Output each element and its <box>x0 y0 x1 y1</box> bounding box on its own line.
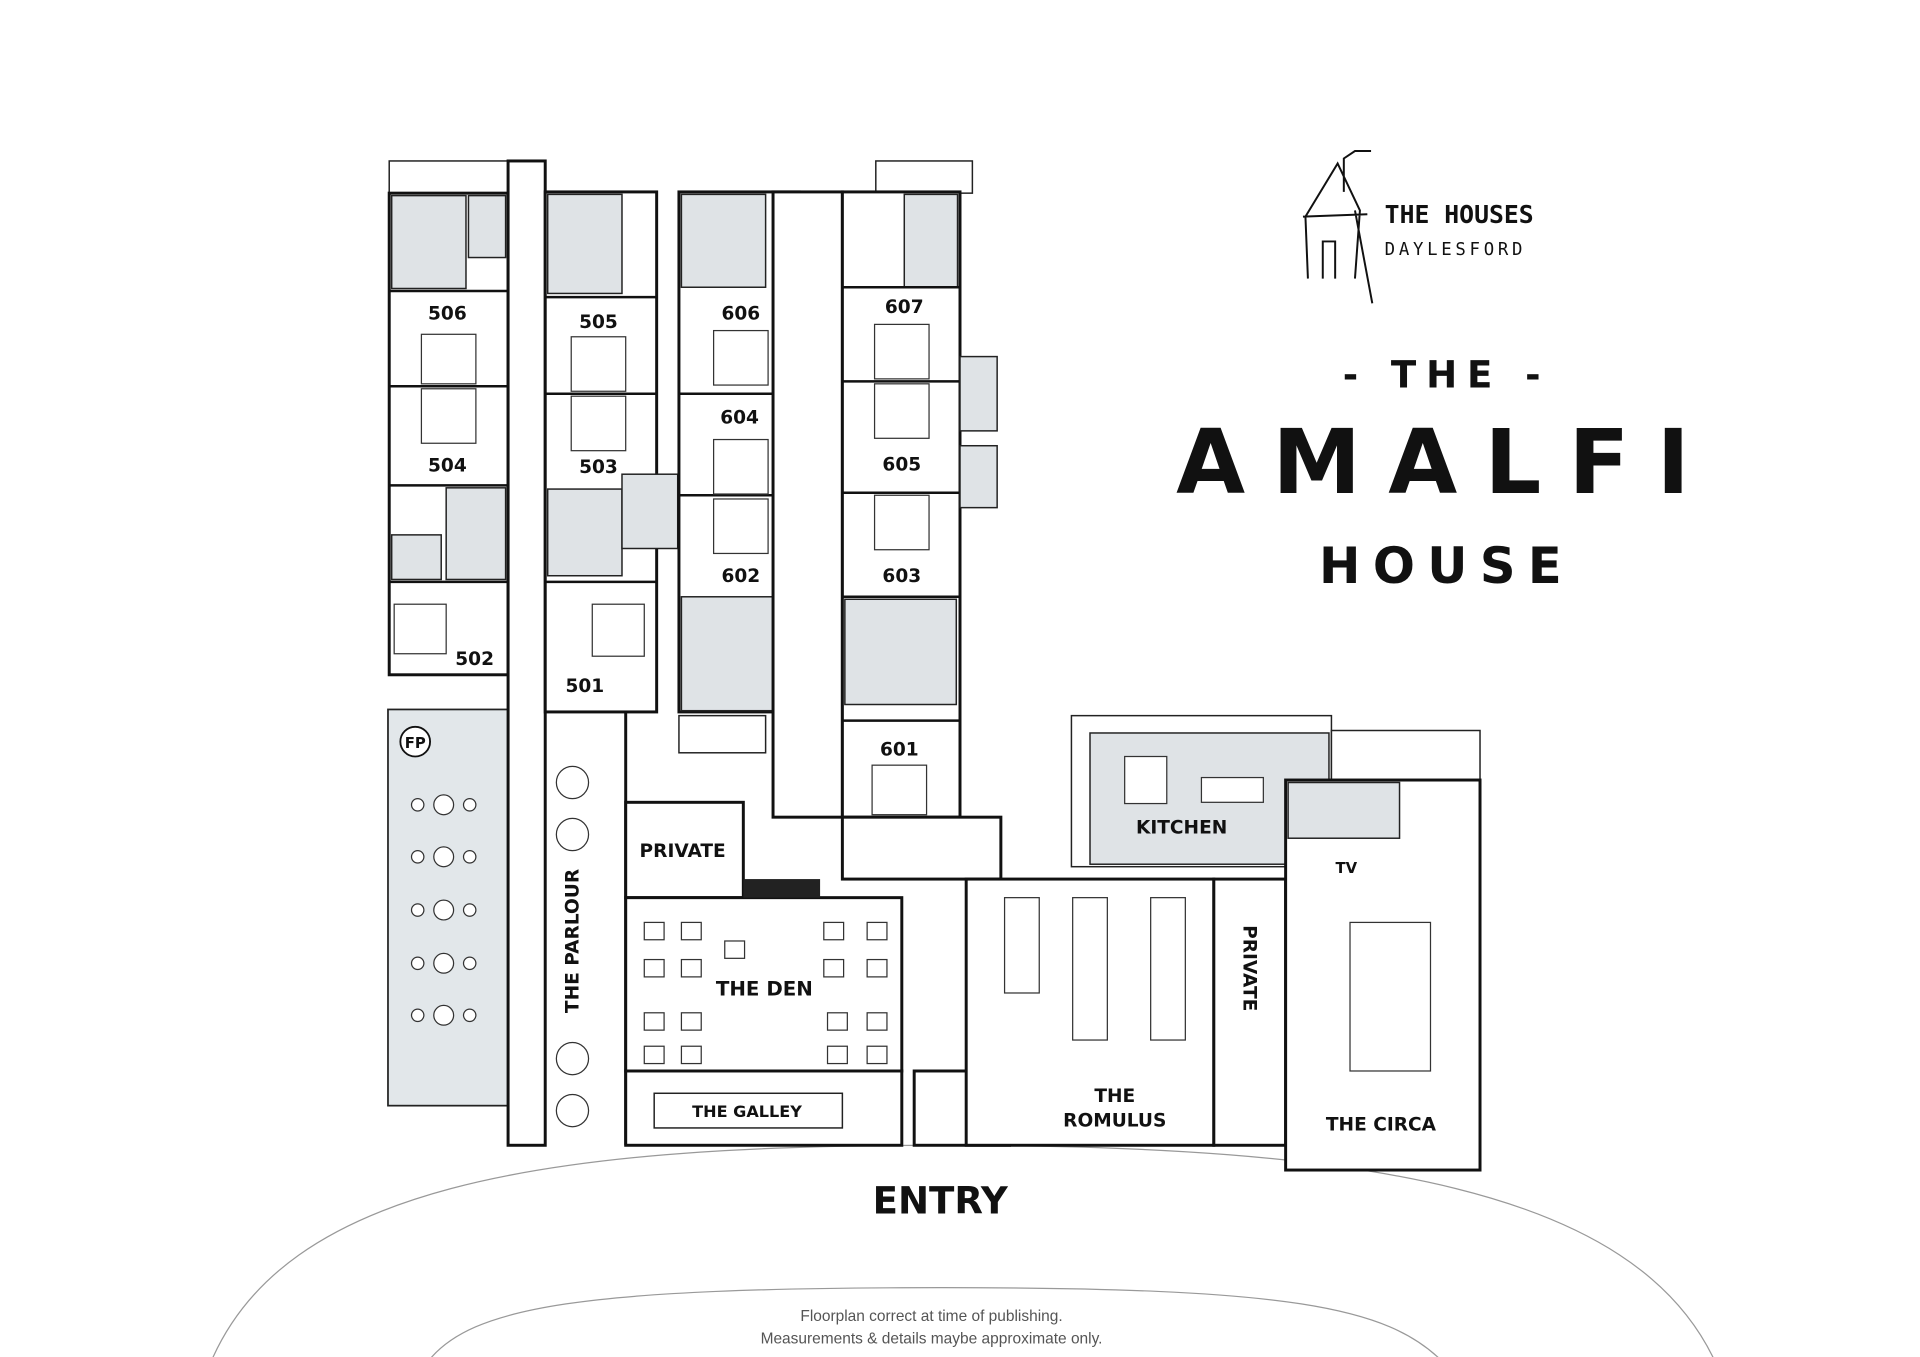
house-sketch-icon <box>1302 150 1374 304</box>
table <box>555 817 590 852</box>
armchair <box>866 921 888 941</box>
space-labels: FP PRIVATE KITCHEN TV THE PARLOUR THE DE… <box>399 725 1437 1222</box>
romulus-label-2: ROMULUS <box>1063 1111 1166 1132</box>
room-606: 606 <box>721 303 760 324</box>
chair <box>462 903 477 917</box>
parlour-label: THE PARLOUR <box>563 869 584 1013</box>
armchair <box>823 958 845 978</box>
chair <box>462 797 477 812</box>
chair <box>410 797 425 812</box>
driveway-inner <box>431 1287 1439 1357</box>
chair <box>462 1008 477 1023</box>
title-amalfi: AMALFI <box>1176 411 1717 515</box>
driveway-outer <box>212 1144 1714 1357</box>
den-label: THE DEN <box>716 977 813 1000</box>
table <box>433 899 455 921</box>
room-604: 604 <box>720 407 759 428</box>
den-chairs <box>643 921 888 1065</box>
title-the: - THE - <box>1343 354 1551 397</box>
fp-tables <box>410 794 477 1026</box>
table <box>555 1041 590 1076</box>
armchair <box>680 1012 702 1031</box>
private-room-label: PRIVATE <box>640 841 726 862</box>
armchair <box>680 1045 702 1065</box>
armchair <box>866 958 888 978</box>
room-605: 605 <box>882 454 921 475</box>
circa-label: THE CIRCA <box>1326 1114 1437 1135</box>
romulus-block <box>964 877 1288 1147</box>
room-503: 503 <box>579 457 618 478</box>
armchair <box>866 1045 888 1065</box>
corridor-right <box>771 190 844 819</box>
armchair <box>680 958 702 978</box>
room-501: 501 <box>565 676 604 697</box>
armchair <box>724 940 746 959</box>
armchair <box>866 1012 888 1031</box>
chair <box>462 956 477 971</box>
table <box>433 952 455 974</box>
armchair <box>826 1012 848 1031</box>
title-house: HOUSE <box>1319 537 1574 595</box>
room-506: 506 <box>428 303 467 324</box>
armchair <box>826 1045 848 1065</box>
room-603: 603 <box>882 566 921 587</box>
wing-500-left <box>387 160 546 677</box>
kitchen-label: KITCHEN <box>1136 817 1227 838</box>
room-607: 607 <box>885 297 924 318</box>
table <box>433 846 455 868</box>
entry-label: ENTRY <box>873 1179 1009 1222</box>
chair <box>410 903 425 917</box>
logo-line2: DAYLESFORD <box>1385 240 1526 260</box>
den-block <box>624 711 1012 1147</box>
table <box>433 794 455 816</box>
armchair <box>823 921 845 941</box>
chair <box>410 1008 425 1023</box>
footer-line2: Measurements & details maybe approximate… <box>761 1330 1103 1347</box>
armchair <box>643 921 665 941</box>
table <box>433 1004 455 1026</box>
wing-500-right <box>543 190 679 714</box>
room-505: 505 <box>579 312 618 333</box>
footer-line1: Floorplan correct at time of publishing. <box>800 1308 1062 1325</box>
armchair <box>643 958 665 978</box>
table <box>555 1093 590 1128</box>
parlour-tables <box>555 765 590 1128</box>
room-602: 602 <box>721 566 760 587</box>
armchair <box>643 1045 665 1065</box>
private-dining-label: PRIVATE <box>1239 925 1260 1011</box>
circa-block <box>1284 778 1482 1172</box>
armchair <box>643 1012 665 1031</box>
room-502: 502 <box>455 649 494 670</box>
tv-label: TV <box>1335 859 1357 877</box>
wing-600-right <box>840 160 998 819</box>
chair <box>462 849 477 864</box>
romulus-label-1: THE <box>1094 1086 1135 1107</box>
fp-label: FP <box>405 734 426 752</box>
chair <box>410 849 425 864</box>
the-houses-logo: THE HOUSES DAYLESFORD <box>1302 150 1534 304</box>
table <box>555 765 590 800</box>
room-601: 601 <box>880 739 919 760</box>
corridor-left <box>506 159 547 1147</box>
room-504: 504 <box>428 456 467 477</box>
room-labels: 506 505 606 607 604 504 503 605 602 603 … <box>428 297 924 760</box>
armchair <box>680 921 702 941</box>
chair <box>410 956 425 971</box>
logo-line1: THE HOUSES <box>1385 200 1534 229</box>
galley-label: THE GALLEY <box>692 1102 802 1121</box>
